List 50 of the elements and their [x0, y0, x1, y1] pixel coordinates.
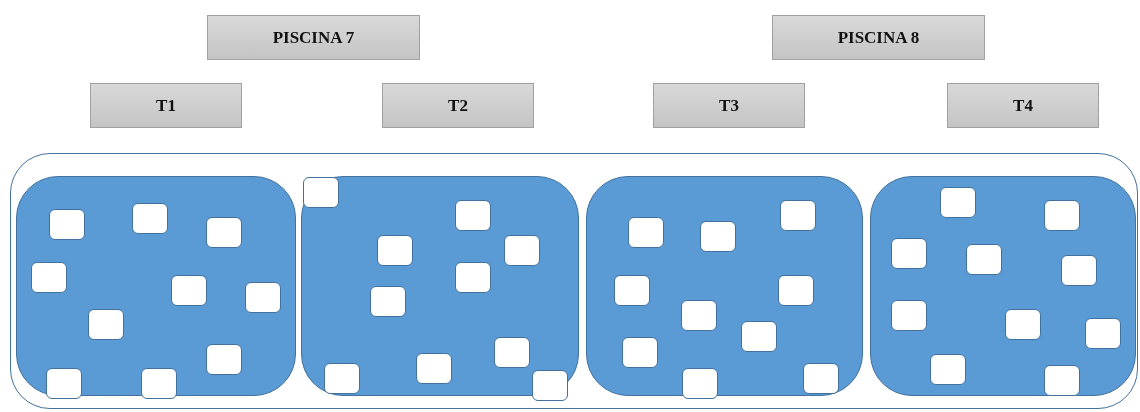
- small-square: [681, 299, 717, 331]
- small-square: [370, 285, 406, 317]
- small-square: [1085, 317, 1121, 349]
- small-square: [780, 199, 816, 231]
- small-square: [31, 261, 67, 293]
- small-square: [700, 220, 736, 252]
- small-square: [1005, 308, 1041, 340]
- label-box: T2: [382, 83, 534, 128]
- label-box: PISCINA 7: [207, 15, 420, 60]
- small-square: [1044, 199, 1080, 231]
- small-square: [614, 274, 650, 306]
- small-square: [1061, 254, 1097, 286]
- small-square: [622, 336, 658, 368]
- small-square: [966, 243, 1002, 275]
- small-square: [324, 362, 360, 394]
- small-square: [1044, 364, 1080, 396]
- small-square: [930, 353, 966, 385]
- pool-area: [586, 176, 863, 396]
- small-square: [532, 369, 568, 401]
- small-square: [88, 308, 124, 340]
- small-square: [49, 208, 85, 240]
- small-square: [416, 352, 452, 384]
- label-box: T3: [653, 83, 805, 128]
- small-square: [682, 367, 718, 399]
- small-square: [132, 202, 168, 234]
- small-square: [455, 199, 491, 231]
- small-square: [206, 343, 242, 375]
- small-square: [940, 186, 976, 218]
- small-square: [245, 281, 281, 313]
- pool-area: [16, 176, 296, 396]
- small-square: [891, 237, 927, 269]
- small-square: [171, 274, 207, 306]
- small-square: [504, 234, 540, 266]
- small-square: [741, 320, 777, 352]
- pool-area: [870, 176, 1136, 396]
- small-square: [377, 234, 413, 266]
- small-square: [303, 176, 339, 208]
- small-square: [46, 367, 82, 399]
- small-square: [891, 299, 927, 331]
- small-square: [803, 362, 839, 394]
- label-box: PISCINA 8: [772, 15, 985, 60]
- outer-container: [10, 153, 1138, 409]
- small-square: [494, 336, 530, 368]
- small-square: [455, 261, 491, 293]
- small-square: [206, 216, 242, 248]
- small-square: [141, 367, 177, 399]
- small-square: [778, 274, 814, 306]
- label-box: T1: [90, 83, 242, 128]
- small-square: [628, 216, 664, 248]
- label-box: T4: [947, 83, 1099, 128]
